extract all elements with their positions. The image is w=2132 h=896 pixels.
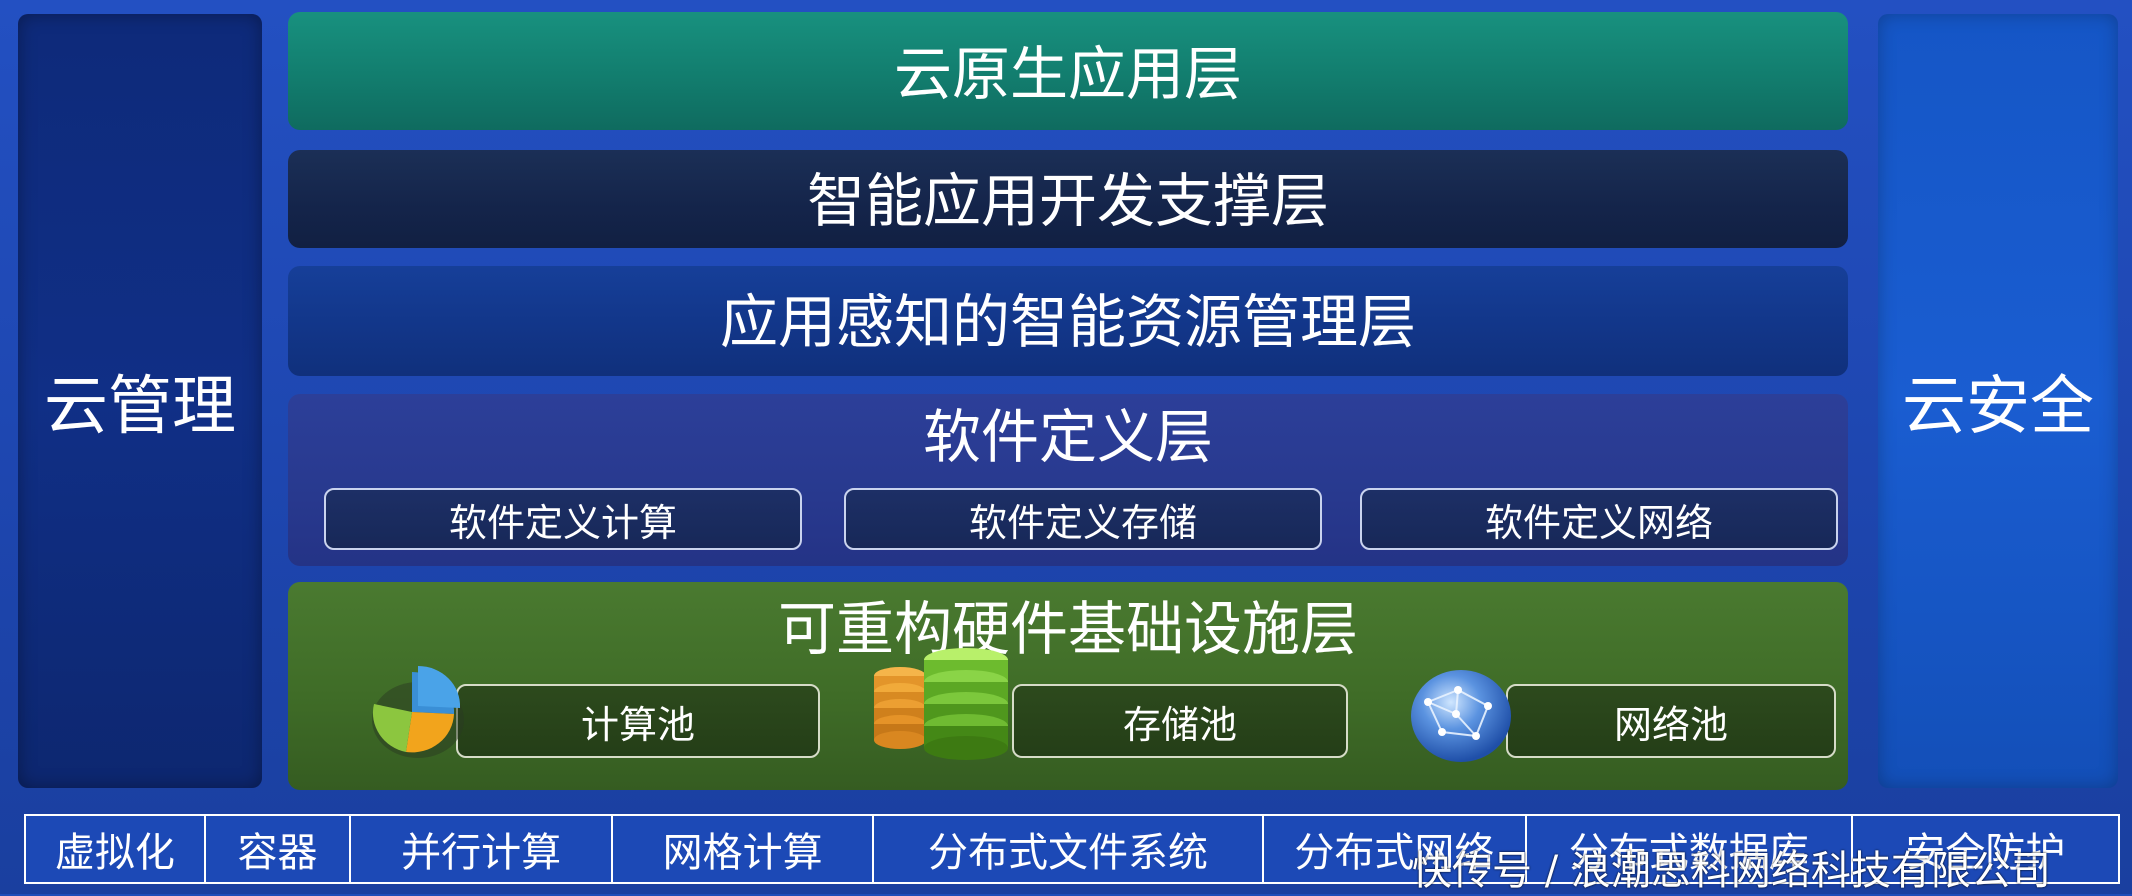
cloud-native-layer-title: 云原生应用层 xyxy=(893,40,1242,108)
cloud-native-layer: 云原生应用层 xyxy=(288,12,1848,130)
hardware-infra-layer: 可重构硬件基础设施层 计算池 存储池 网络池 xyxy=(288,582,1848,790)
network-pool-box: 网络池 xyxy=(1506,684,1836,758)
watermark: 快传号 / 浪潮思科网络科技有限公司 xyxy=(1412,848,2051,894)
technology-bar: 虚拟化 容器 并行计算 网格计算 分布式文件系统 分布式网络 分布式数据库 安全… xyxy=(24,814,2120,884)
tech-virtualization: 虚拟化 xyxy=(26,816,206,882)
sd-network-box: 软件定义网络 xyxy=(1360,488,1838,550)
tech-container: 容器 xyxy=(206,816,352,882)
software-defined-layer: 软件定义层 软件定义计算 软件定义存储 软件定义网络 xyxy=(288,394,1848,566)
tech-distributed-network: 分布式网络 xyxy=(1264,816,1528,882)
intelligent-dev-layer: 智能应用开发支撑层 xyxy=(288,150,1848,248)
globe-network-icon xyxy=(1411,670,1511,762)
pie-chart-icon xyxy=(372,665,464,758)
sd-storage-box: 软件定义存储 xyxy=(844,488,1322,550)
hardware-infra-layer-title: 可重构硬件基础设施层 xyxy=(777,595,1358,663)
cloud-management-panel: 云管理 xyxy=(18,14,262,788)
compute-pool-box: 计算池 xyxy=(456,684,820,758)
tech-parallel-computing: 并行计算 xyxy=(351,816,613,882)
cloud-security-label: 云安全 xyxy=(1902,370,2094,444)
tech-distributed-fs: 分布式文件系统 xyxy=(874,816,1264,882)
sd-compute-box: 软件定义计算 xyxy=(324,488,802,550)
storage-pool-box: 存储池 xyxy=(1012,684,1348,758)
tech-security-protection: 安全防护 xyxy=(1905,830,2066,876)
resource-management-layer: 应用感知的智能资源管理层 xyxy=(288,266,1848,376)
tech-grid-computing: 网格计算 xyxy=(613,816,875,882)
tech-distributed-database: 分布式数据库 xyxy=(1527,816,1853,882)
software-defined-layer-title: 软件定义层 xyxy=(922,403,1213,471)
cloud-management-label: 云管理 xyxy=(44,370,236,444)
cloud-security-panel: 云安全 xyxy=(1878,14,2118,788)
intelligent-dev-layer-title: 智能应用开发支撑层 xyxy=(806,167,1329,235)
resource-management-layer-title: 应用感知的智能资源管理层 xyxy=(719,288,1416,356)
database-stack-icon xyxy=(874,648,1008,760)
